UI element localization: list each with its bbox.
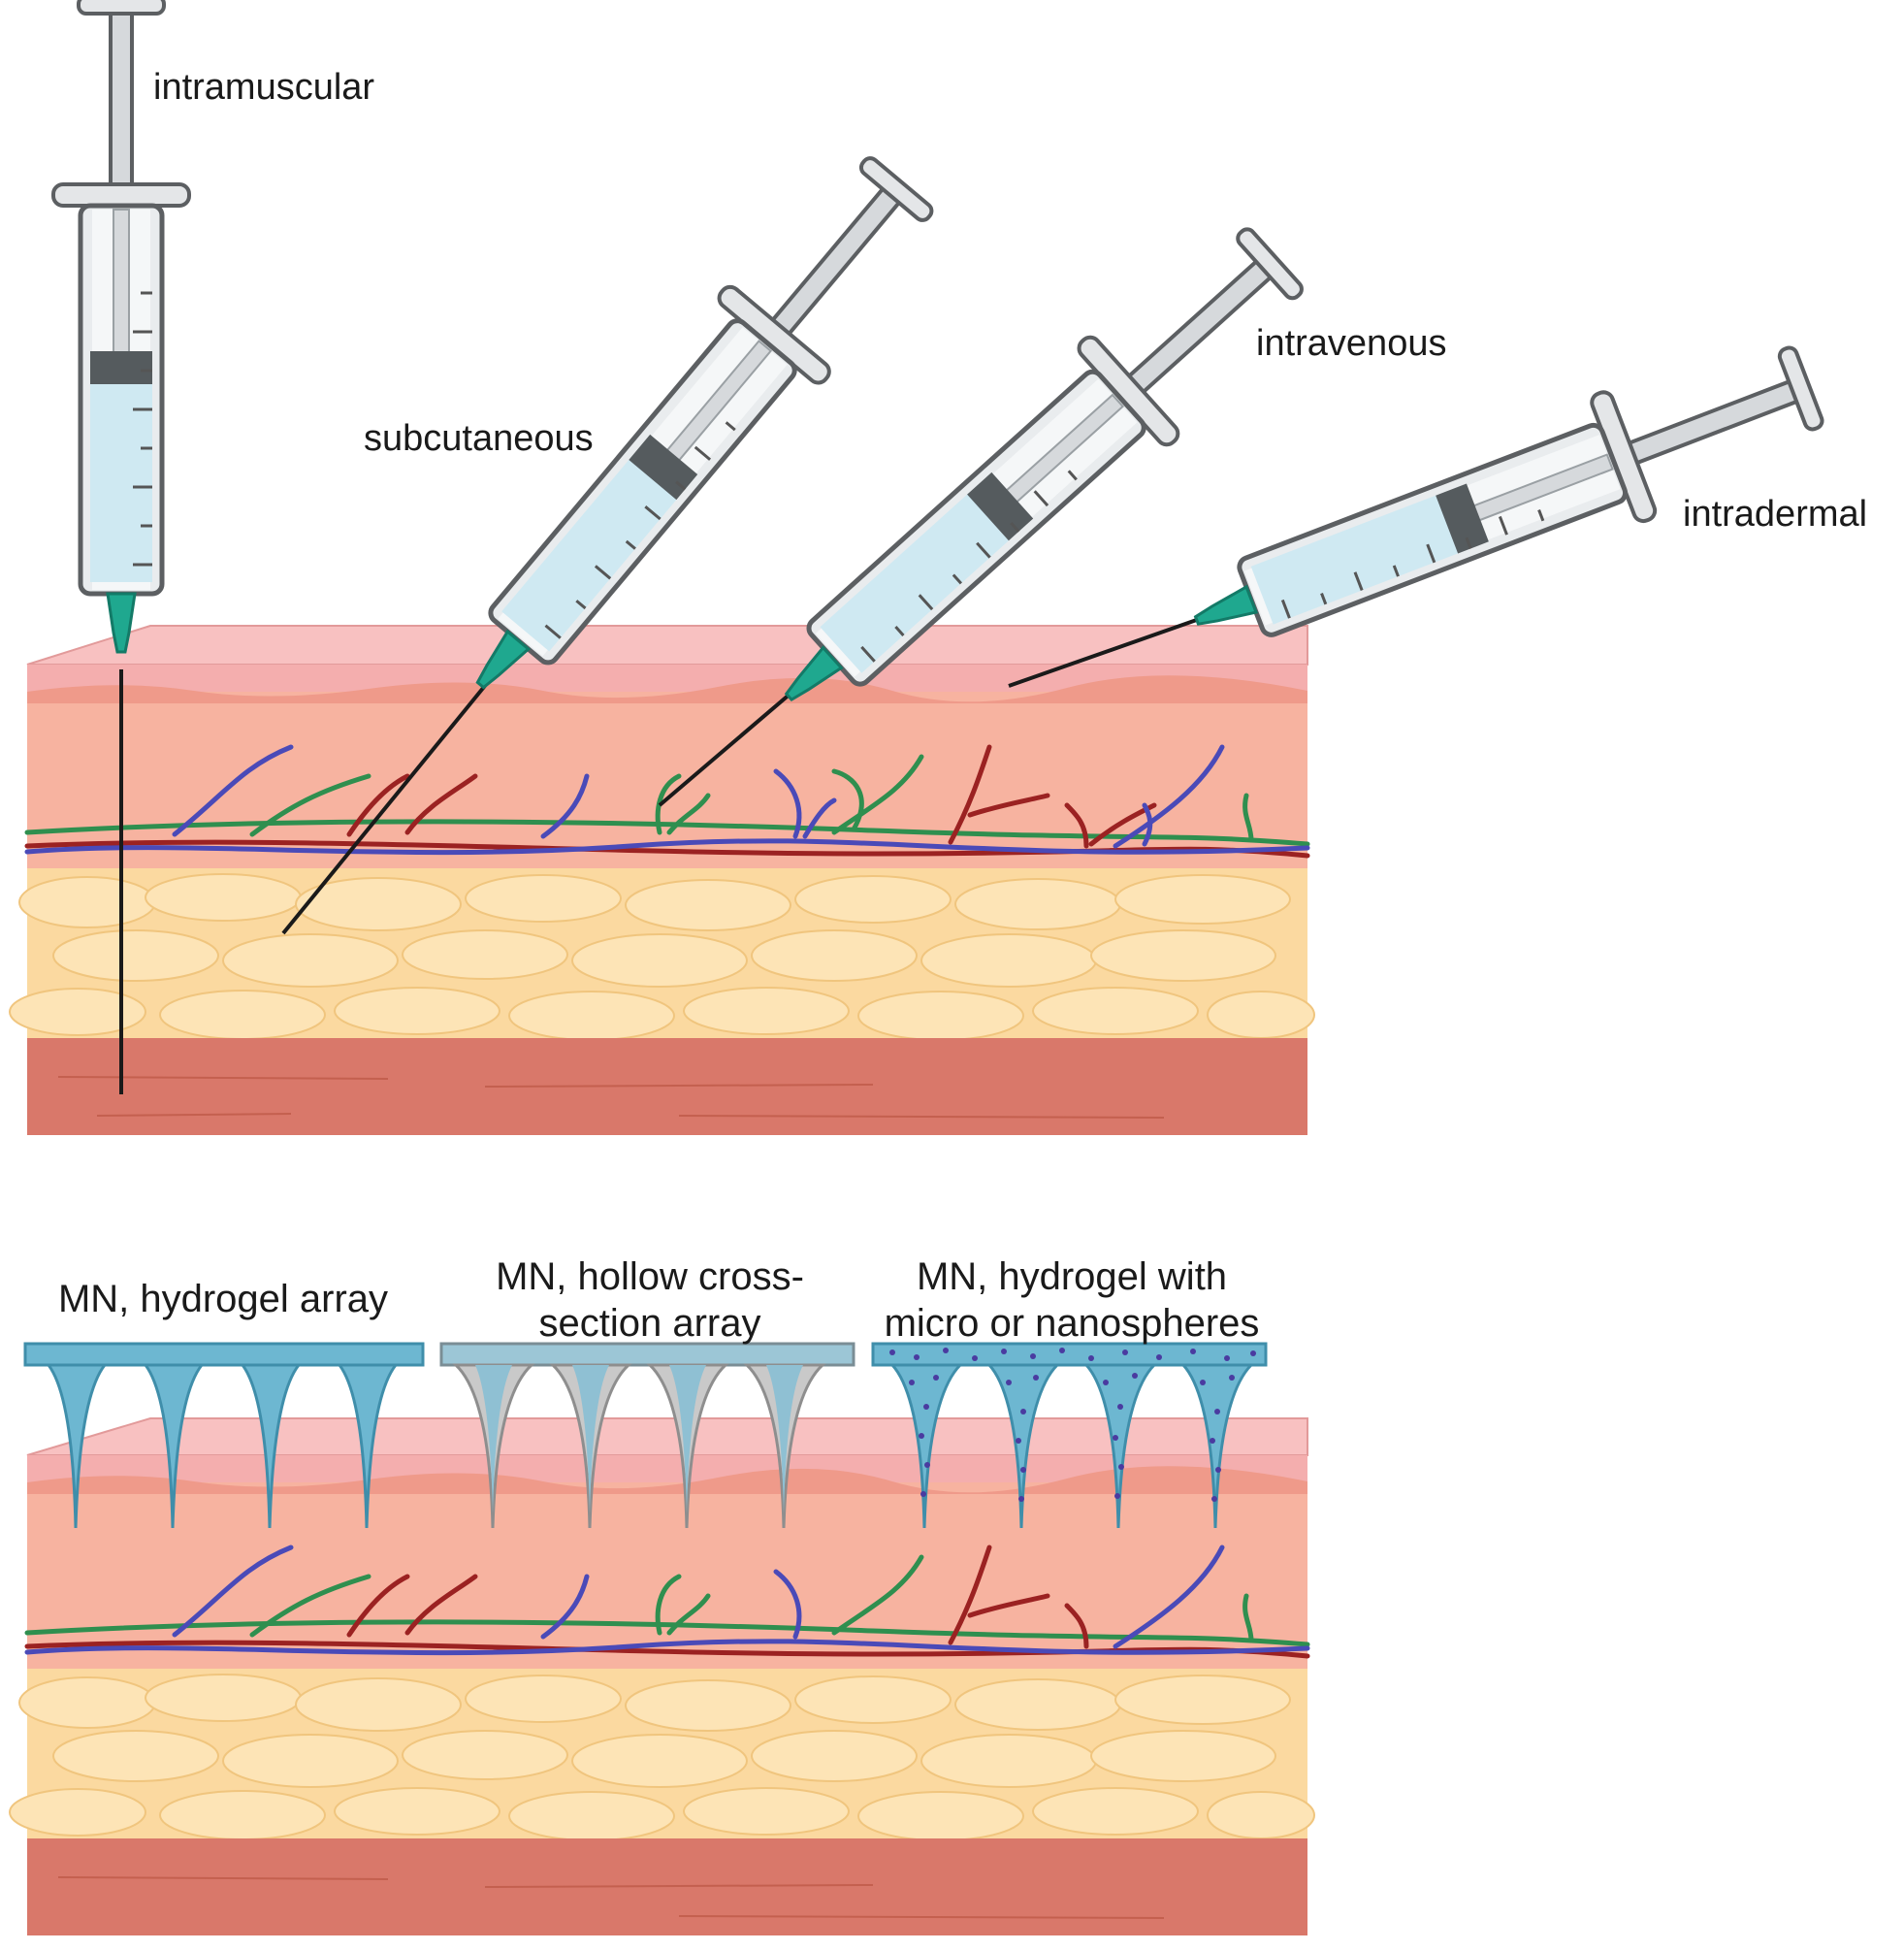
microneedle-array-icon: [871, 1342, 1268, 1529]
mn-spheres-line1: MN, hydrogel with: [916, 1255, 1228, 1298]
mn-hydrogel-array-text: MN, hydrogel array: [57, 1278, 389, 1320]
mn-hollow-line2: section array: [538, 1302, 761, 1345]
mn-hollow-line1: MN, hollow cross-: [496, 1255, 804, 1298]
label-subcutaneous: subcutaneous: [364, 418, 594, 459]
label-intradermal: intradermal: [1683, 494, 1868, 535]
label-intramuscular: intramuscular: [153, 67, 375, 108]
skin-block-top: [9, 625, 1315, 1135]
microneedle-array-icon: [23, 1342, 425, 1529]
label-intravenous: intravenous: [1256, 323, 1447, 364]
label-mn-hollow-array: MN, hollow cross- section array: [456, 1253, 844, 1347]
label-mn-hydrogel-spheres: MN, hydrogel with micro or nanospheres: [868, 1253, 1275, 1347]
microneedle-array-icon: [439, 1342, 855, 1529]
skin-block-bottom: [9, 1417, 1315, 1935]
mn-spheres-line2: micro or nanospheres: [884, 1302, 1260, 1345]
label-mn-hydrogel-array: MN, hydrogel array: [39, 1276, 407, 1322]
